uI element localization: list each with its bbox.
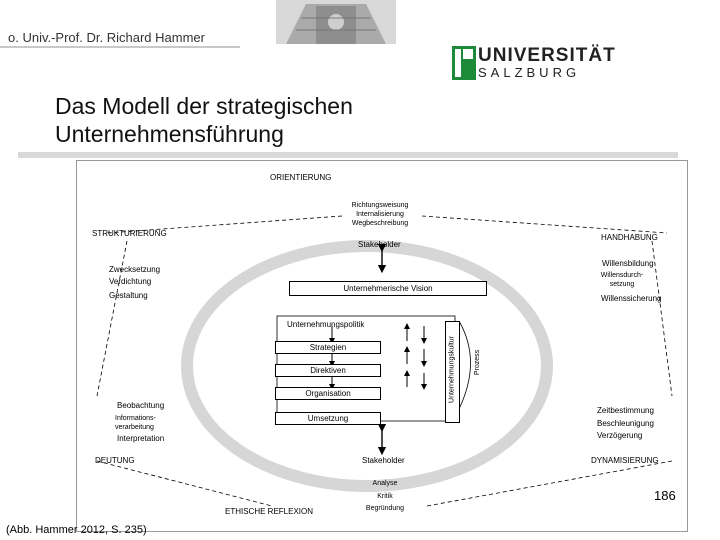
right-item: Willensbildung	[602, 259, 654, 268]
stakeholder-bottom: Stakeholder	[362, 456, 405, 465]
left-item: Verdichtung	[109, 277, 152, 286]
prozess-label: Prozess	[474, 349, 482, 376]
logo-line1: UNIVERSITÄT	[478, 45, 616, 66]
reflexion-item: Begründung	[365, 505, 405, 512]
model-diagram: ORIENTIERUNG Richtungsweisung Internalis…	[76, 160, 688, 532]
dynamisierung-item: Verzögerung	[597, 431, 643, 440]
dynamisierung-item: Zeitbestimmung	[597, 406, 654, 415]
dynamisierung-item: Beschleunigung	[597, 419, 654, 428]
direktiven-box: Direktiven	[275, 364, 381, 377]
orientierung-item: Internalisierung	[356, 211, 404, 218]
title-line1: Das Modell der strategischen	[55, 93, 353, 119]
handhabung-label: HANDHABUNG	[601, 233, 658, 242]
orientierung-label: ORIENTIERUNG	[270, 173, 332, 182]
orientierung-items: Richtungsweisung Internalisierung Wegbes…	[335, 201, 425, 228]
page-title: Das Modell der strategischen Unternehmen…	[55, 92, 353, 148]
kultur-label: Unternehmungskultur	[448, 336, 456, 403]
reflexion-item: Analyse	[372, 480, 398, 487]
strategien-box: Strategien	[275, 341, 381, 354]
deutung-item: Beobachtung	[117, 401, 165, 410]
author-header: o. Univ.-Prof. Dr. Richard Hammer	[8, 30, 205, 45]
dynamisierung-label: DYNAMISIERUNG	[591, 456, 659, 465]
title-line2: Unternehmensführung	[55, 121, 284, 147]
kultur-box: Unternehmungskultur	[445, 321, 460, 423]
left-item: Zwecksetzung	[109, 265, 161, 274]
orientierung-item: Richtungsweisung	[351, 202, 409, 209]
title-underline	[18, 152, 678, 158]
ethische-label: ETHISCHE REFLEXION	[225, 507, 314, 516]
deutung-item: Informations-verarbeitung	[115, 415, 156, 431]
header-divider	[0, 46, 240, 48]
source-caption: (Abb. Hammer 2012, S. 235)	[6, 524, 147, 536]
slide-number: 186	[654, 488, 676, 503]
university-logo-icon	[452, 46, 476, 80]
logo-line2: SALZBURG	[478, 65, 581, 80]
vision-box: Unternehmerische Vision	[289, 281, 487, 296]
stakeholder-top: Stakeholder	[358, 240, 401, 249]
deutung-label: DEUTUNG	[95, 456, 135, 465]
politik-label: Unternehmungspolitik	[287, 320, 365, 329]
umsetzung-box: Umsetzung	[275, 412, 381, 425]
strukturierung-label: STRUKTURIERUNG	[92, 229, 167, 238]
deutung-item: Interpretation	[117, 434, 165, 443]
orientierung-item: Wegbeschreibung	[351, 220, 409, 227]
right-item: Willenssicherung	[601, 294, 662, 303]
reflexion-item: Kritik	[377, 493, 393, 500]
organisation-box: Organisation	[275, 387, 381, 400]
diagram-lines	[96, 215, 673, 507]
building-photo	[276, 0, 396, 44]
right-item: Willensdurch-setzung	[600, 272, 644, 288]
left-item: Gestaltung	[109, 291, 148, 300]
